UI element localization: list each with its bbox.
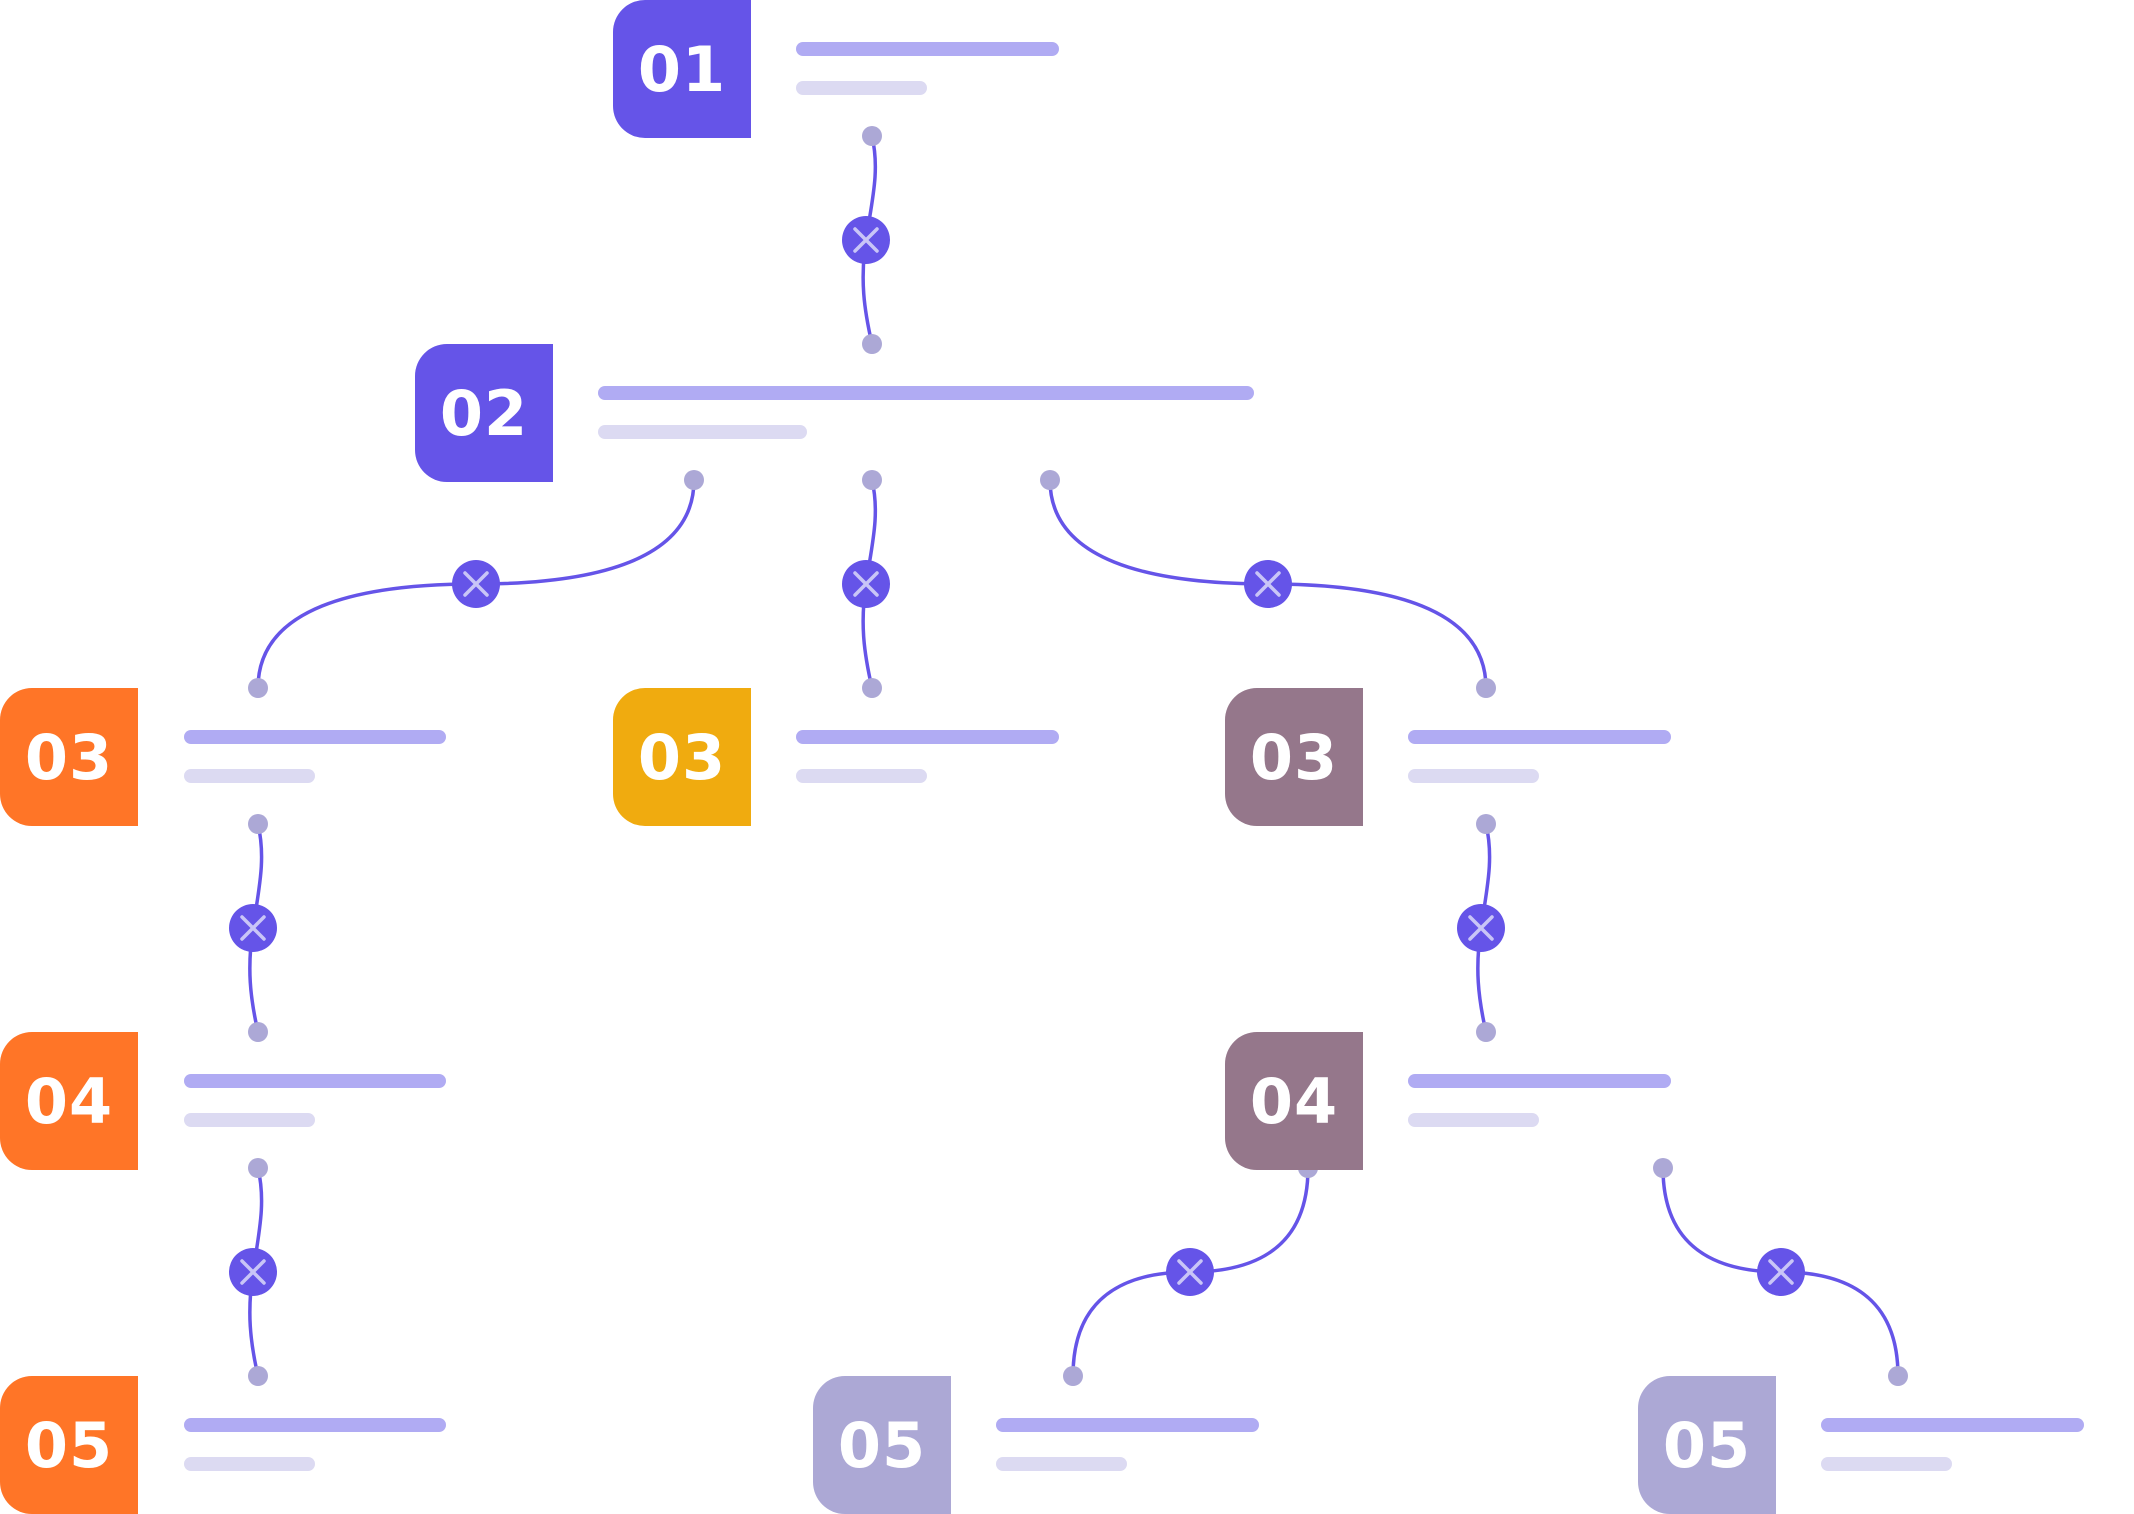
- node-05-left: 05: [0, 1376, 138, 1514]
- close-icon-stroke: [1468, 915, 1494, 941]
- close-icon: [1757, 1248, 1805, 1296]
- connector: [1040, 470, 1496, 698]
- close-icon: [842, 216, 890, 264]
- connector-endpoint: [1040, 470, 1060, 490]
- text-placeholder-line: [184, 1113, 315, 1127]
- close-icon: [452, 560, 500, 608]
- close-icon: [842, 560, 890, 608]
- text-placeholder-line: [796, 81, 927, 95]
- text-placeholder-line: [796, 730, 1059, 744]
- node-02: 02: [415, 344, 553, 482]
- text-placeholder-line: [796, 42, 1059, 56]
- connector-endpoint: [248, 1022, 268, 1042]
- close-icon: [1244, 560, 1292, 608]
- node-number: 01: [637, 32, 727, 106]
- node-number: 05: [837, 1408, 927, 1482]
- node-number: 04: [1249, 1064, 1339, 1138]
- connector-endpoint: [1653, 1158, 1673, 1178]
- node-number: 05: [1662, 1408, 1752, 1482]
- node-03-left: 03: [0, 688, 138, 826]
- connector: [842, 126, 890, 354]
- connector-endpoint: [1888, 1366, 1908, 1386]
- close-icon-stroke: [463, 571, 489, 597]
- text-placeholder-line: [1408, 1074, 1671, 1088]
- text-placeholder-line: [796, 769, 927, 783]
- connector-endpoint: [248, 814, 268, 834]
- connector-endpoint: [862, 334, 882, 354]
- connector: [229, 814, 277, 1042]
- text-placeholder-line: [184, 730, 446, 744]
- text-placeholder-line: [996, 1457, 1127, 1471]
- node-04-right: 04: [1225, 1032, 1363, 1170]
- text-placeholder-line: [184, 1457, 315, 1471]
- text-placeholder-line: [1408, 769, 1539, 783]
- connector-endpoint: [862, 678, 882, 698]
- connector: [229, 1158, 277, 1386]
- node-01: 01: [613, 0, 751, 138]
- connector-endpoint: [1063, 1366, 1083, 1386]
- node-05-right: 05: [1638, 1376, 1776, 1514]
- close-icon-stroke: [240, 915, 266, 941]
- connector: [1063, 1158, 1318, 1386]
- node-03-right: 03: [1225, 688, 1363, 826]
- connector-endpoint: [248, 1366, 268, 1386]
- text-placeholder-line: [1408, 730, 1671, 744]
- text-placeholder-line: [184, 1074, 446, 1088]
- node-number: 03: [637, 720, 727, 794]
- text-placeholder-line: [1821, 1457, 1952, 1471]
- node-05-center: 05: [813, 1376, 951, 1514]
- connector: [1457, 814, 1505, 1042]
- close-icon: [229, 904, 277, 952]
- node-number: 04: [24, 1064, 114, 1138]
- close-icon-stroke: [1255, 571, 1281, 597]
- connector-endpoint: [248, 1158, 268, 1178]
- close-icon: [1166, 1248, 1214, 1296]
- node-04-left: 04: [0, 1032, 138, 1170]
- close-icon-stroke: [853, 227, 879, 253]
- connector-endpoint: [248, 678, 268, 698]
- text-placeholder-line: [598, 425, 807, 439]
- text-placeholder-line: [184, 1418, 446, 1432]
- node-number: 03: [1249, 720, 1339, 794]
- text-placeholder-line: [598, 386, 1254, 400]
- close-icon: [1457, 904, 1505, 952]
- text-placeholder-line: [996, 1418, 1259, 1432]
- close-icon-stroke: [853, 571, 879, 597]
- close-icon-stroke: [240, 1259, 266, 1285]
- connector-endpoint: [862, 470, 882, 490]
- connector-endpoint: [684, 470, 704, 490]
- close-icon-stroke: [1768, 1259, 1794, 1285]
- connector: [842, 470, 890, 698]
- connector-endpoint: [1476, 814, 1496, 834]
- close-icon: [229, 1248, 277, 1296]
- node-number: 03: [24, 720, 114, 794]
- connector: [1653, 1158, 1908, 1386]
- node-number: 05: [24, 1408, 114, 1482]
- connector-endpoint: [1476, 678, 1496, 698]
- node-number: 02: [439, 376, 529, 450]
- text-placeholder-line: [1821, 1418, 2084, 1432]
- connector-endpoint: [862, 126, 882, 146]
- close-icon-stroke: [1177, 1259, 1203, 1285]
- connector: [248, 470, 704, 698]
- connector-endpoint: [1476, 1022, 1496, 1042]
- text-placeholder-line: [1408, 1113, 1539, 1127]
- node-03-center: 03: [613, 688, 751, 826]
- text-placeholder-line: [184, 769, 315, 783]
